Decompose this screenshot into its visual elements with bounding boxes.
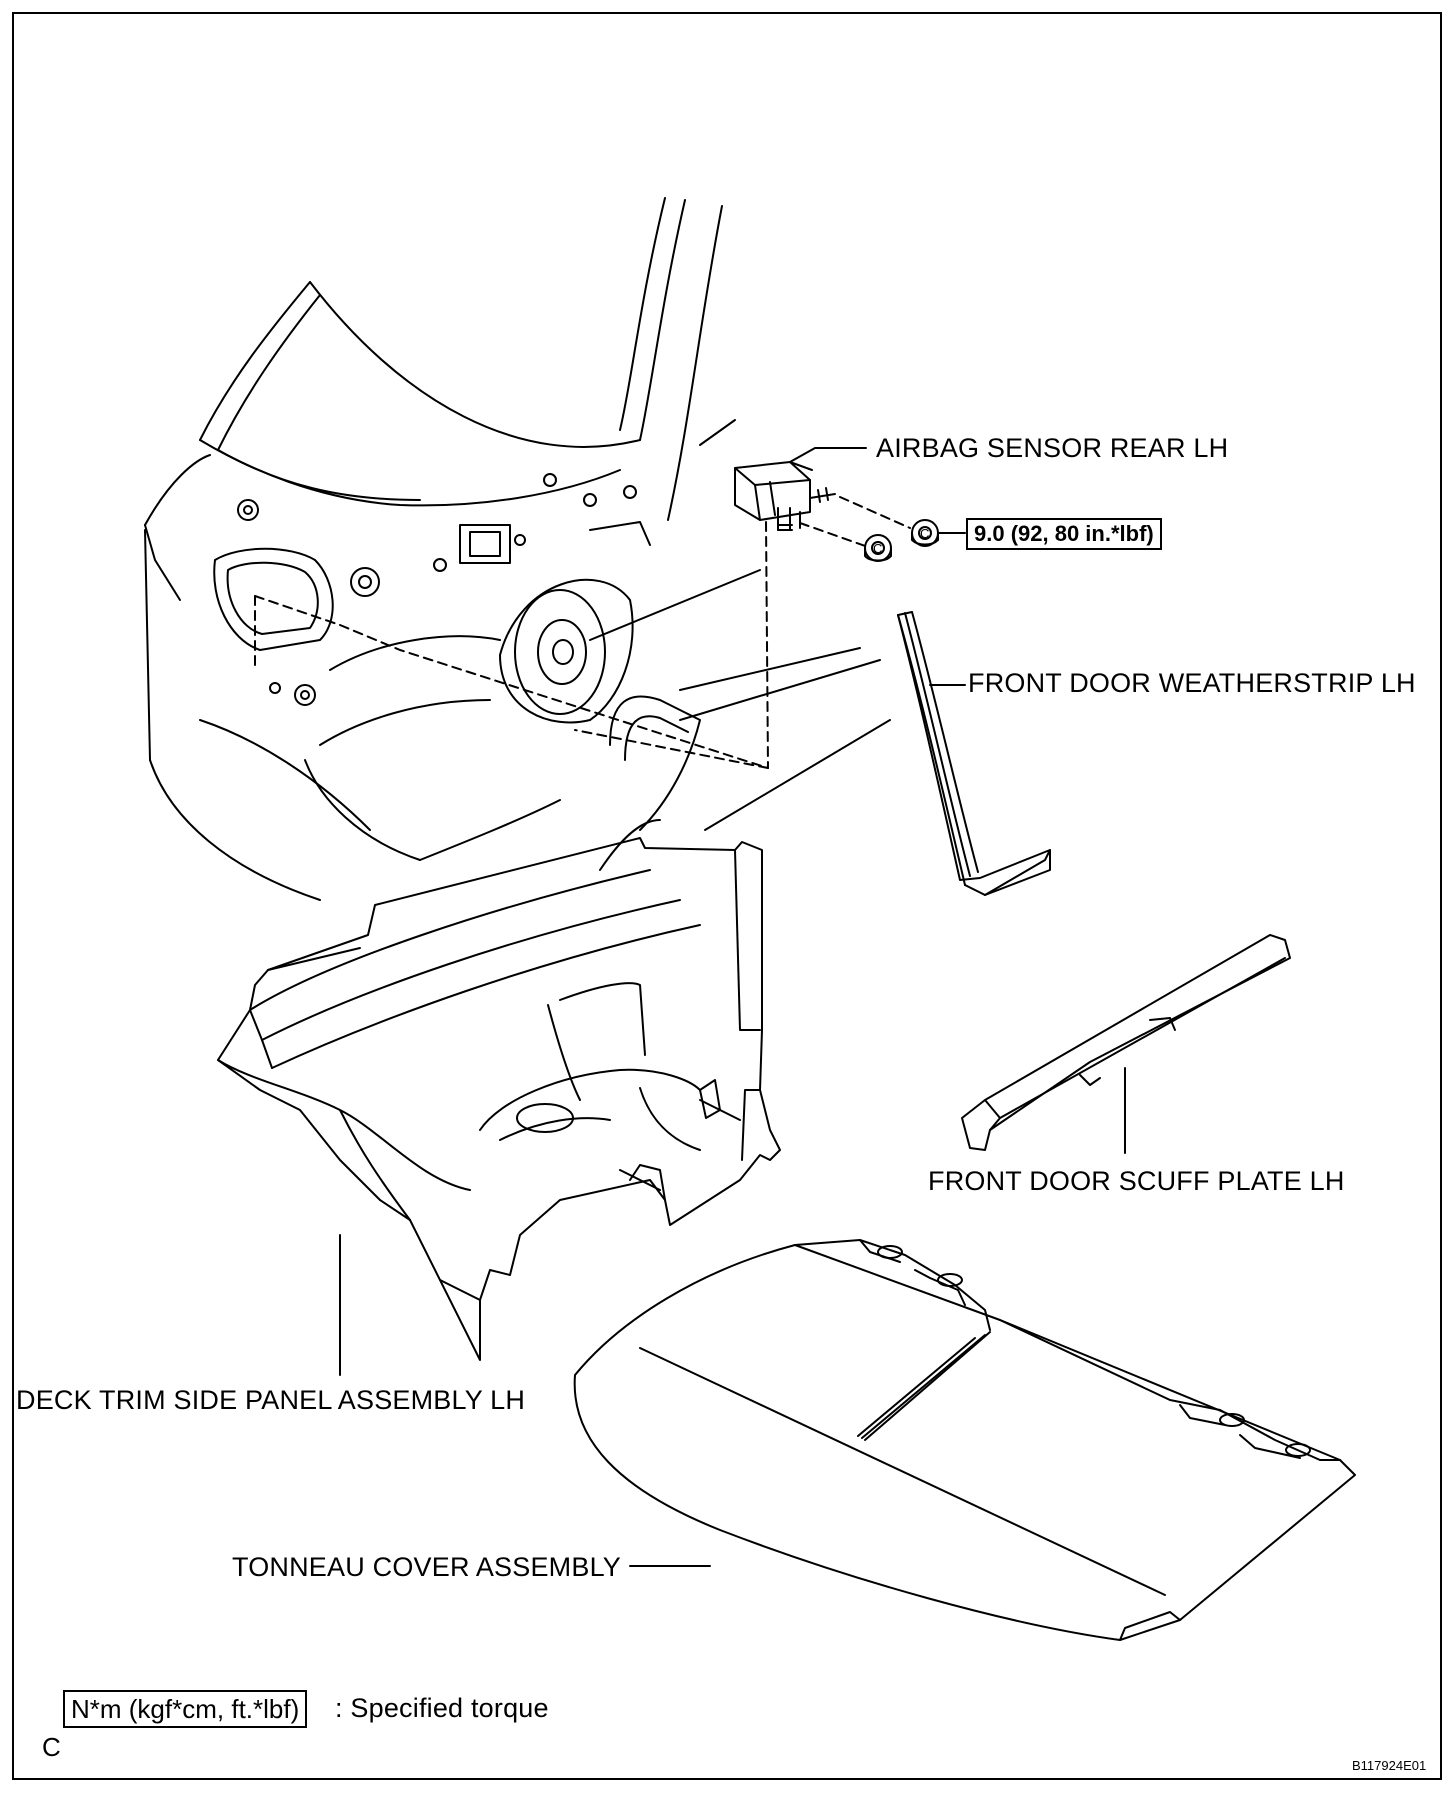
body-structure — [144, 197, 891, 901]
diagram-frame — [12, 12, 1442, 1780]
label-weatherstrip: FRONT DOOR WEATHERSTRIP LH — [968, 668, 1416, 698]
leader-lines — [339, 447, 1126, 1567]
weatherstrip-drawing — [897, 611, 1051, 896]
legend-torque-box: N*m (kgf*cm, ft.*lbf) — [63, 1690, 308, 1728]
corner-letter: C — [42, 1732, 61, 1762]
nut-mark-upper: C — [920, 526, 930, 541]
scuff-plate-drawing — [961, 934, 1291, 1151]
figure-id: B117924E01 — [1352, 1758, 1427, 1773]
label-tonneau-cover: TONNEAU COVER ASSEMBLY — [232, 1552, 622, 1582]
nut-mark-lower: C — [873, 541, 883, 556]
tonneau-cover-drawing — [573, 1239, 1356, 1641]
assembly-dashed-lines — [254, 496, 911, 769]
torque-value-box: 9.0 (92, 80 in.*lbf) — [966, 518, 1162, 550]
airbag-sensor-drawing — [734, 461, 836, 531]
label-deck-trim: DECK TRIM SIDE PANEL ASSEMBLY LH — [16, 1385, 526, 1415]
label-airbag-sensor: AIRBAG SENSOR REAR LH — [876, 433, 1229, 463]
deck-trim-panel-drawing — [217, 837, 781, 1361]
nut-icons — [864, 519, 966, 562]
legend-description: : Specified torque — [335, 1693, 549, 1723]
label-scuff-plate: FRONT DOOR SCUFF PLATE LH — [928, 1166, 1345, 1196]
